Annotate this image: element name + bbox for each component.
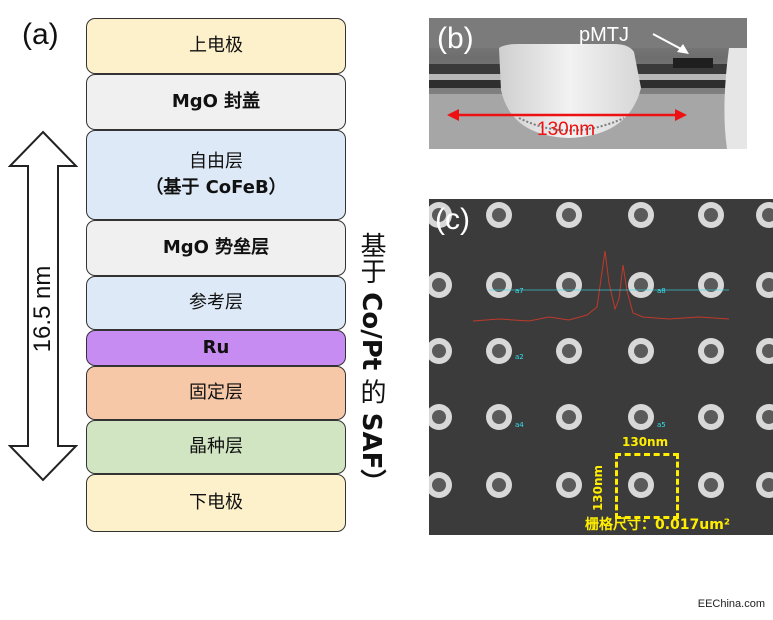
layer-label: 固定层 [189, 381, 243, 403]
layer-ru: Ru [86, 330, 346, 366]
grid-width-label: 130nm [622, 435, 669, 449]
mtj-dot-core [634, 278, 648, 292]
mtj-dot-core [432, 344, 446, 358]
mtj-dot-core [634, 344, 648, 358]
mtj-dot-core [762, 278, 773, 292]
mtj-dot-core [492, 410, 506, 424]
layer-label: 下电极 [189, 491, 243, 513]
layer-reference: 参考层 [86, 276, 346, 330]
saf-caption-part2: Co/Pt [356, 292, 386, 371]
panel-label-a: (a) [22, 18, 59, 51]
layer-label: 参考层 [189, 291, 243, 313]
layer-label: Ru [202, 336, 230, 358]
panel-label-b: (b) [437, 22, 474, 55]
mtj-dot-core [562, 410, 576, 424]
saf-caption-part3: 的 [356, 370, 386, 413]
mtj-dot-core [704, 478, 718, 492]
mtj-dot-core [562, 208, 576, 222]
thickness-arrow [7, 130, 79, 482]
mtj-dot-core [432, 278, 446, 292]
mtj-dot-core [492, 278, 506, 292]
mtj-dot-core [704, 410, 718, 424]
layer-label: MgO 封盖 [171, 90, 261, 112]
intensity-profile-line [472, 250, 730, 322]
layer-mgo-barrier: MgO 势垒层 [86, 220, 346, 276]
pmtj-label: pMTJ [579, 24, 629, 46]
double-arrow-icon [7, 130, 79, 482]
saf-caption-part4: SAF） [356, 412, 386, 496]
thickness-label: 16.5 nm [18, 244, 68, 374]
dot-label: a7 [515, 287, 524, 295]
mtj-dot-core [562, 278, 576, 292]
mtj-dot-core [634, 478, 648, 492]
panel-label-c: (c) [435, 203, 470, 236]
mtj-dot-core [762, 478, 773, 492]
tem-image-panel: 130nm pMTJ (b) [429, 18, 747, 149]
mtj-dot-core [492, 208, 506, 222]
layer-label: 上电极 [189, 34, 243, 56]
mtj-dot-core [762, 208, 773, 222]
sem-array-panel: a7 a8 a2 a4 a5 130nm 130nm 栅格尺寸：0.017um²… [429, 199, 773, 535]
layer-sublabel: （基于 CoFeB） [145, 177, 287, 198]
grid-height-label: 130nm [591, 464, 605, 512]
sem-array-image [429, 199, 773, 535]
layer-pinned: 固定层 [86, 366, 346, 420]
mtj-dot-core [492, 344, 506, 358]
source-credit: EEChina.com [697, 598, 765, 610]
dot-label: a2 [515, 353, 524, 361]
grid-cell-box [615, 453, 679, 519]
width-measure-arrow [447, 109, 687, 121]
mtj-dot-core [634, 208, 648, 222]
mtj-dot-core [492, 478, 506, 492]
layer-mgo-cap: MgO 封盖 [86, 74, 346, 130]
mtj-dot-core [704, 208, 718, 222]
mtj-dot-core [562, 478, 576, 492]
mtj-dot-core [704, 344, 718, 358]
layer-label: MgO 势垒层 [162, 236, 270, 258]
mtj-dot-core [634, 410, 648, 424]
dot-label: a8 [657, 287, 666, 295]
layer-bottom-electrode: 下电极 [86, 474, 346, 532]
mtj-dot-core [704, 278, 718, 292]
pmtj-pointer-arrow [652, 33, 689, 54]
layer-top-electrode: 上电极 [86, 18, 346, 74]
thickness-text: 16.5 nm [29, 265, 56, 353]
mtj-dot-core [762, 410, 773, 424]
layer-seed: 晶种层 [86, 420, 346, 474]
layer-label: 晶种层 [189, 435, 243, 457]
layer-free: 自由层 （基于 CoFeB） [86, 130, 346, 220]
mtj-dot-core [432, 410, 446, 424]
width-label: 130nm [537, 119, 596, 140]
layer-label: 自由层 [189, 150, 243, 172]
grid-size-label: 栅格尺寸：0.017um² [585, 517, 730, 533]
mtj-dot-core [762, 344, 773, 358]
mtj-dot-core [432, 208, 446, 222]
mtj-dot-core [432, 478, 446, 492]
saf-caption-part1: 基于 [356, 232, 386, 293]
saf-caption: 基于 Co/Pt 的 SAF） [352, 232, 390, 532]
dot-label: a5 [657, 421, 666, 429]
dot-label: a4 [515, 421, 524, 429]
mtj-dot-core [562, 344, 576, 358]
grid-height-label-wrap: 130nm [583, 455, 613, 521]
